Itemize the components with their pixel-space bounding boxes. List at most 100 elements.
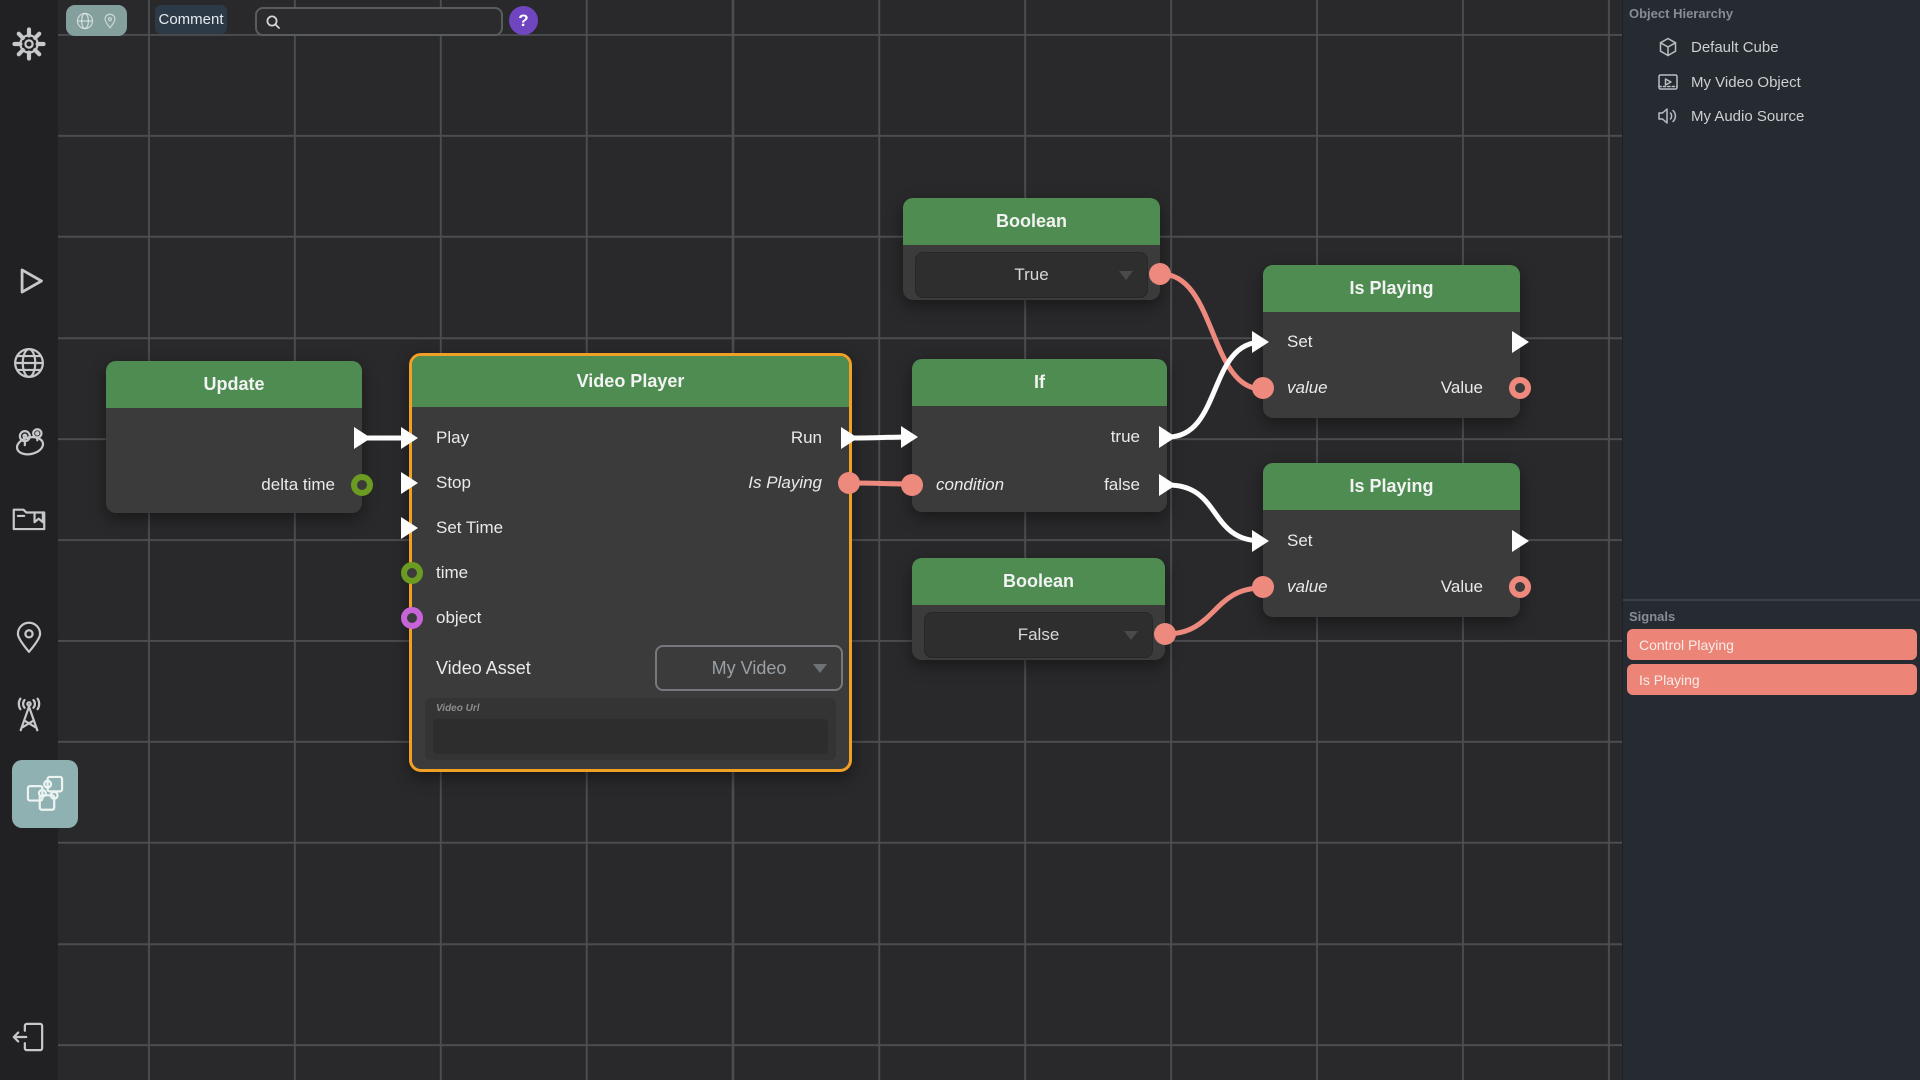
broadcast-button[interactable] (0, 697, 58, 733)
audio-icon (1658, 108, 1677, 124)
port-label-set: Set (1287, 332, 1313, 351)
signal-label: Is Playing (1639, 671, 1700, 688)
video-url-input[interactable] (433, 719, 828, 754)
boolean-value-dropdown[interactable]: False (924, 612, 1153, 658)
true-output-port[interactable] (1159, 426, 1176, 448)
hierarchy-item-my-video-object[interactable]: My Video Object (1623, 65, 1920, 99)
run-output-port[interactable] (841, 427, 858, 449)
location-button[interactable] (0, 620, 58, 656)
object-input-port[interactable] (401, 607, 423, 629)
globe-icon (14, 348, 44, 378)
help-button[interactable]: ? (509, 6, 538, 35)
port-label-false: false (1104, 475, 1140, 494)
video-object-icon (1658, 74, 1678, 90)
search-input[interactable] (281, 13, 501, 30)
view-mode-toggle[interactable] (66, 5, 127, 36)
exit-button[interactable] (0, 1019, 58, 1055)
node-is-playing-top[interactable]: Is Playing Set value Value (1252, 265, 1531, 418)
signal-control-playing[interactable]: Control Playing (1627, 629, 1917, 660)
node-boolean-false[interactable]: Boolean False (912, 558, 1176, 660)
exec-output-port[interactable] (354, 427, 371, 449)
node-title: Boolean (1002, 571, 1074, 591)
port-label-true: true (1110, 427, 1140, 446)
projects-button[interactable] (0, 500, 58, 536)
globe-icon (76, 12, 93, 29)
video-asset-label: Video Asset (436, 657, 531, 678)
wire-true-set[interactable] (1165, 339, 1265, 440)
wire-boolfalse-value[interactable] (1163, 585, 1265, 637)
node-boolean-true-header[interactable]: Boolean (903, 198, 1160, 245)
false-output-port[interactable] (1159, 474, 1176, 496)
set-input-port[interactable] (1252, 530, 1269, 552)
node-is-playing-top-header[interactable]: Is Playing (1263, 265, 1520, 312)
comment-button[interactable]: Comment (155, 5, 227, 34)
time-input-port[interactable] (401, 562, 423, 584)
play-mode-button[interactable] (0, 263, 58, 299)
port-label-time: time (436, 563, 469, 582)
exec-output-port[interactable] (1512, 530, 1529, 552)
port-label-stop: Stop (436, 473, 471, 492)
hierarchy-item-label: Default Cube (1691, 38, 1779, 56)
hierarchy-item-default-cube[interactable]: Default Cube (1623, 30, 1920, 64)
node-title: Video Player (576, 371, 685, 391)
delta-time-output-port[interactable] (351, 474, 373, 496)
node-title: Is Playing (1349, 476, 1434, 496)
node-update-header[interactable]: Update (106, 361, 362, 408)
boolean-value: True (1014, 265, 1049, 284)
node-video-player[interactable]: Video Player Play Run Stop Is Playing Se… (401, 353, 860, 772)
hierarchy-item-label: My Audio Source (1691, 107, 1805, 125)
port-label-value-out: Value (1440, 378, 1483, 397)
gear-icon (12, 27, 46, 61)
set-input-port[interactable] (1252, 331, 1269, 353)
is-playing-output-port[interactable] (838, 472, 860, 494)
node-search (255, 7, 503, 36)
boolean-value-dropdown[interactable]: True (915, 252, 1148, 298)
port-label-run: Run (790, 428, 822, 447)
exec-output-port[interactable] (1512, 331, 1529, 353)
video-asset-dropdown[interactable]: My Video (655, 645, 843, 691)
wire-booltrue-value[interactable] (1158, 271, 1265, 392)
node-is-playing-bottom[interactable]: Is Playing Set value Value (1252, 463, 1531, 617)
set-time-input-port[interactable] (401, 517, 418, 539)
port-label-value-in: value (1287, 577, 1328, 596)
hierarchy-item-label: My Video Object (1691, 73, 1801, 91)
tool-sidebar (0, 0, 58, 1080)
video-url-group: Video Url (425, 698, 836, 760)
value-output-port[interactable] (1509, 377, 1531, 399)
wire-false-set[interactable] (1165, 482, 1265, 544)
node-is-playing-bottom-header[interactable]: Is Playing (1263, 463, 1520, 510)
location-pin-icon (16, 621, 42, 653)
port-label-condition: condition (936, 475, 1005, 494)
signal-is-playing[interactable]: Is Playing (1627, 664, 1917, 695)
stop-input-port[interactable] (401, 472, 418, 494)
node-if-header[interactable]: If (912, 359, 1167, 406)
value-output-port[interactable] (1509, 576, 1531, 598)
node-boolean-false-header[interactable]: Boolean (912, 558, 1165, 605)
puzzle-icon (26, 775, 64, 811)
world-button[interactable] (0, 345, 58, 381)
people-button[interactable] (0, 423, 58, 459)
folder-icon (12, 508, 46, 531)
hierarchy-item-my-audio-source[interactable]: My Audio Source (1623, 99, 1920, 133)
node-update[interactable]: Update delta time (106, 361, 373, 513)
condition-input-port[interactable] (901, 474, 923, 496)
value-input-port[interactable] (1252, 576, 1274, 598)
boolean-output-port[interactable] (1154, 623, 1176, 645)
play-input-port[interactable] (401, 427, 418, 449)
play-icon (20, 268, 43, 294)
node-boolean-true[interactable]: Boolean True (903, 198, 1171, 300)
boolean-output-port[interactable] (1149, 263, 1171, 285)
value-input-port[interactable] (1252, 377, 1274, 399)
settings-button[interactable] (0, 26, 58, 62)
panel-divider (1623, 599, 1920, 601)
signal-label: Control Playing (1639, 636, 1734, 653)
chevron-down-icon (1119, 271, 1133, 280)
chevron-down-icon (813, 664, 827, 673)
users-icon (15, 428, 45, 456)
location-pin-icon (103, 13, 116, 29)
if-exec-input-port[interactable] (901, 426, 918, 448)
node-video-player-header[interactable]: Video Player (412, 356, 849, 407)
node-title: Update (203, 374, 265, 394)
visual-script-tool-button[interactable] (12, 760, 78, 828)
node-if[interactable]: If true condition false (901, 359, 1176, 512)
